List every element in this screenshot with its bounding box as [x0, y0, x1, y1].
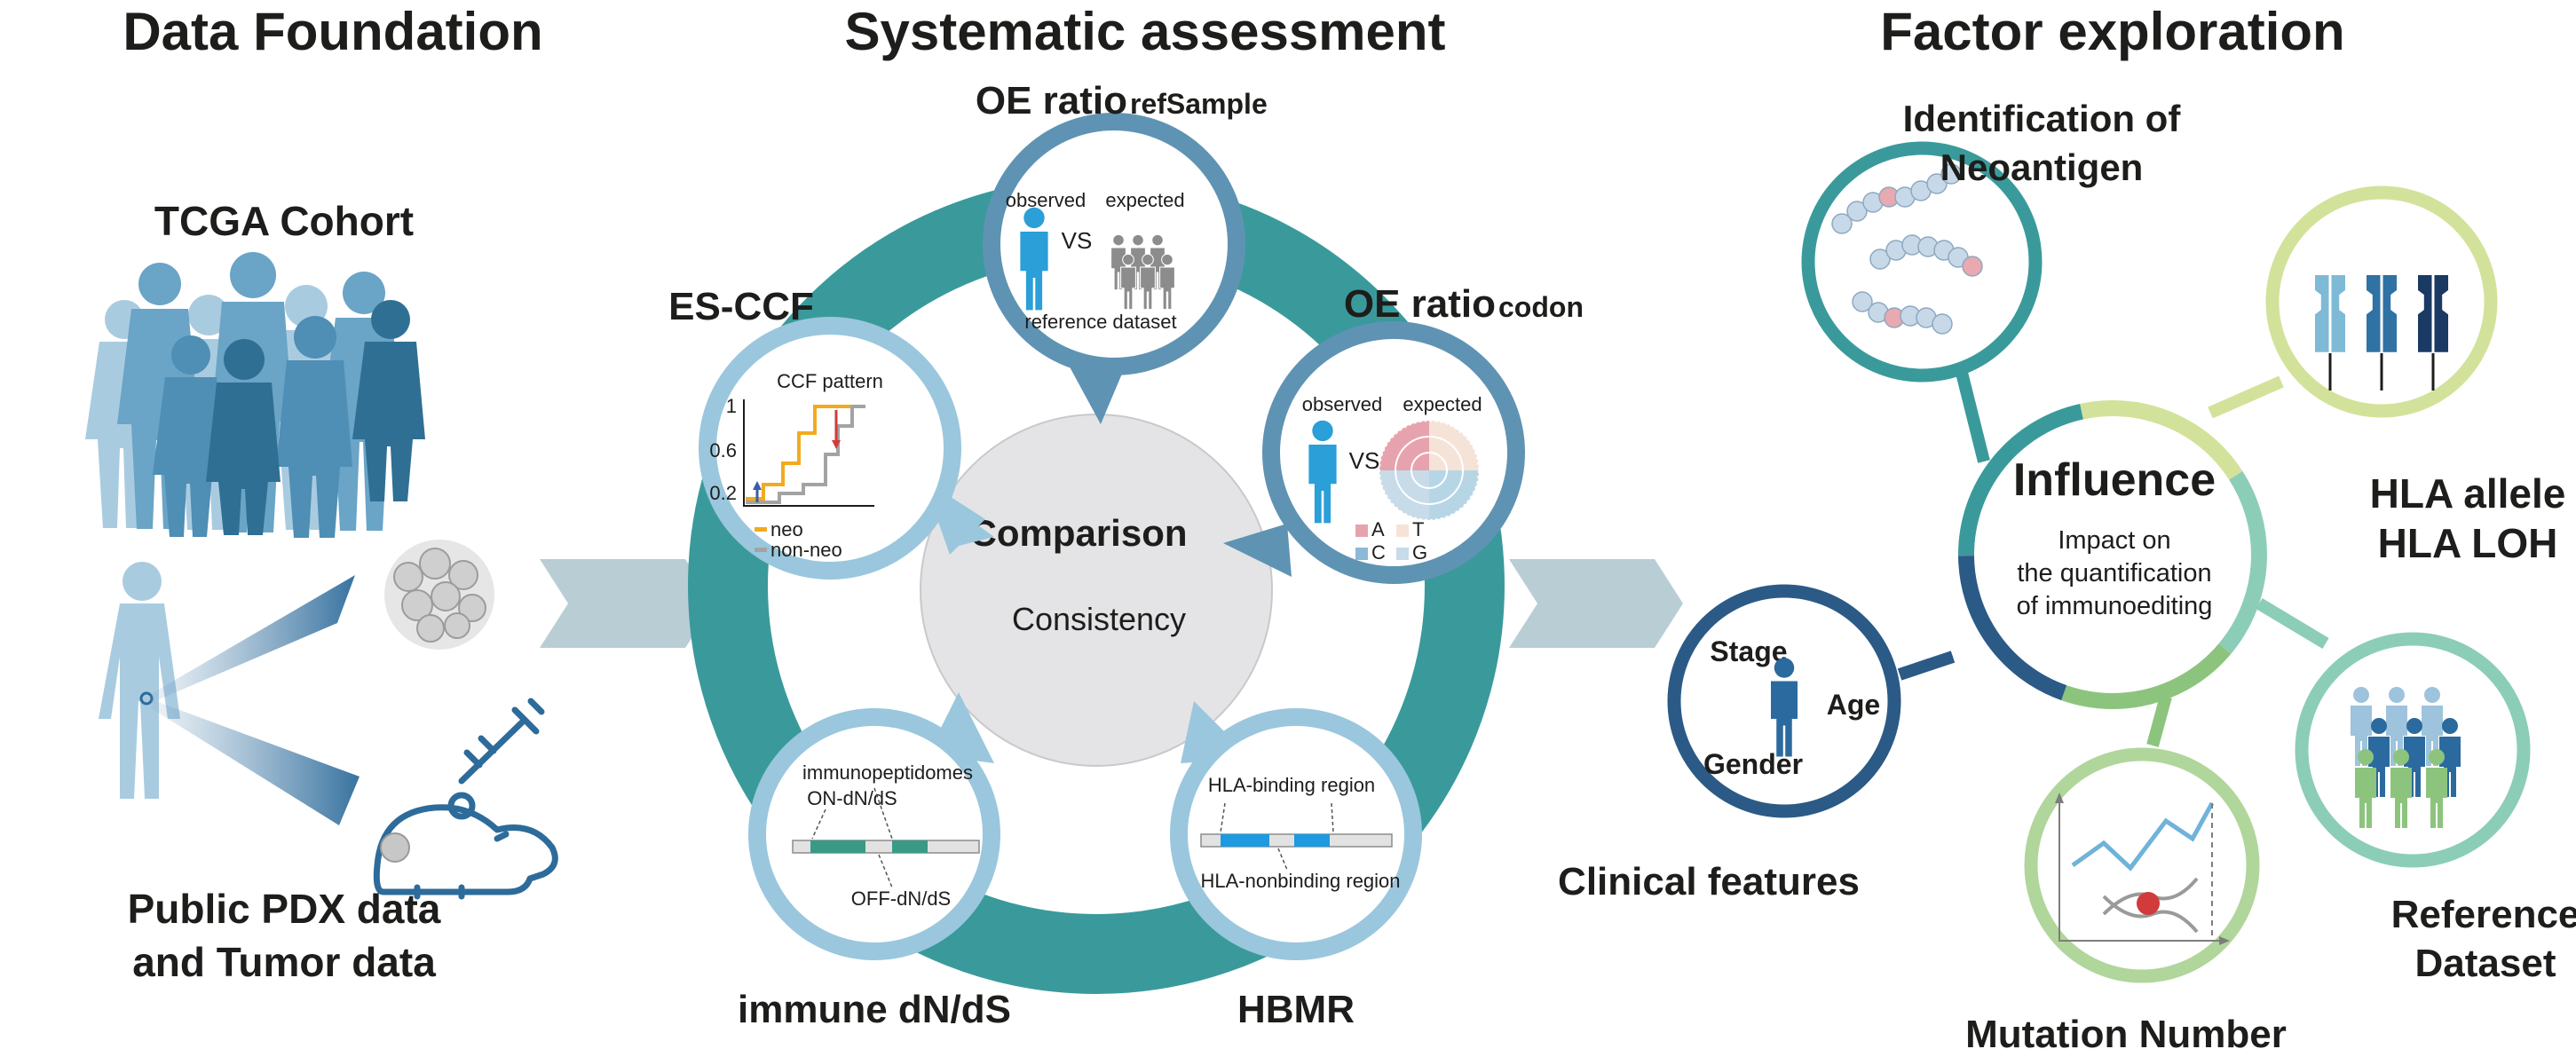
oe-refsample-reference: reference dataset: [1024, 311, 1176, 333]
title-data-foundation: Data Foundation: [122, 2, 542, 61]
comparison-title: Comparison: [969, 512, 1187, 554]
oe-refsample-vs: VS: [1062, 227, 1093, 254]
neoantigen-line2: Neoantigen: [1940, 146, 2144, 188]
clinical-age: Age: [1827, 689, 1880, 721]
callout-hbmr: [1170, 701, 1422, 960]
hla-line1: HLA allele: [2370, 470, 2566, 517]
ccf-plot-title: CCF pattern: [777, 370, 883, 392]
codon-legend-g: G: [1412, 541, 1427, 564]
reference-line2: Dataset: [2415, 942, 2556, 985]
codon-legend-c-swatch: [1355, 548, 1368, 560]
oe-refsample-observed: observed: [1006, 189, 1087, 211]
influence-line1: Impact on: [2058, 526, 2170, 555]
dnds-sequence-bar: [792, 787, 980, 888]
mutation-label: Mutation Number: [1965, 1013, 2287, 1049]
oe-refsample-title: OE ratio: [976, 79, 1127, 122]
label-tcga-cohort: TCGA Cohort: [154, 198, 414, 244]
codon-legend-a: A: [1371, 518, 1385, 540]
dnds-label-on: ON-dN/dS: [807, 787, 897, 809]
codon-wheel: [1379, 420, 1480, 521]
tumor-cells-illustration: [384, 540, 494, 650]
hbmr-label-binding: HLA-binding region: [1208, 774, 1375, 796]
codon-legend-t: T: [1412, 518, 1424, 540]
codon-legend-t-swatch: [1396, 524, 1409, 537]
ccf-tick-0.6: 0.6: [709, 439, 737, 461]
influence-circle: [1958, 400, 2267, 709]
clinical-features-label: Clinical features: [1558, 860, 1860, 903]
callout-es-ccf: [699, 317, 994, 580]
flow-arrow-left: [540, 559, 715, 648]
oe-refsample-subscript: refSample: [1130, 88, 1268, 120]
mutation-chart-icon: [2055, 793, 2230, 945]
comparison-center: [920, 414, 1273, 767]
ccf-tick-1: 1: [726, 395, 737, 417]
callout-immune-dnds: [748, 692, 1000, 960]
oe-codon-expected: expected: [1403, 393, 1482, 415]
hla-line2: HLA LOH: [2378, 520, 2558, 566]
ccf-tick-0.2: 0.2: [709, 482, 737, 504]
ccf-legend-nonneo: non-neo: [770, 539, 842, 561]
dnds-label-immunopeptidomes: immunopeptidomes: [802, 761, 973, 784]
peptide-chains-icon: [1831, 163, 1983, 335]
flow-arrow-right: [1509, 559, 1683, 648]
clinical-gender: Gender: [1703, 748, 1803, 780]
ccf-plot: [743, 399, 874, 507]
oe-codon-subscript: codon: [1498, 291, 1584, 323]
hla-molecules-icon: [2315, 275, 2448, 390]
pdx-mouse-illustration: [373, 698, 558, 900]
beam-to-mouse: [151, 699, 360, 825]
codon-legend-g-swatch: [1396, 548, 1409, 560]
ccf-legend-neo-swatch: [755, 527, 767, 532]
oe-codon-vs: VS: [1349, 447, 1380, 474]
mutation-circle: [2024, 747, 2260, 983]
oe-refsample-expected: expected: [1105, 189, 1184, 211]
oe-codon-title: OE ratio: [1344, 282, 1496, 326]
hbmr-sequence-bar: [1200, 802, 1393, 871]
ccf-legend-nonneo-swatch: [755, 548, 767, 552]
consistency-label: Consistency: [1012, 601, 1186, 637]
human-body-illustration: [99, 562, 180, 799]
oe-codon-observed: observed: [1302, 393, 1383, 415]
immune-dnds-title: immune dN/dS: [738, 988, 1011, 1031]
es-ccf-title: ES-CCF: [668, 285, 814, 328]
title-factor-exploration: Factor exploration: [1880, 2, 2344, 61]
hbmr-label-nonbinding: HLA-nonbinding region: [1200, 870, 1400, 892]
codon-legend-a-swatch: [1355, 524, 1368, 537]
influence-line3: of immunoediting: [2017, 592, 2213, 620]
tcga-crowd-illustration: [85, 252, 425, 538]
hbmr-title: HBMR: [1237, 988, 1355, 1031]
mouse-tumor-cells: [380, 832, 410, 863]
reference-line1: Reference: [2391, 893, 2576, 936]
influence-line2: the quantification: [2017, 559, 2211, 588]
label-pdx-line1: Public PDX data: [128, 886, 441, 932]
beam-to-cells: [151, 575, 355, 703]
codon-legend-c: C: [1371, 541, 1386, 564]
title-systematic-assessment: Systematic assessment: [844, 2, 1445, 61]
factor-connectors: [1897, 371, 2329, 747]
label-pdx-line2: and Tumor data: [132, 939, 436, 985]
ccf-legend-neo: neo: [770, 518, 803, 540]
influence-title: Influence: [2013, 454, 2216, 506]
clinical-stage: Stage: [1710, 635, 1787, 667]
neoantigen-line1: Identification of: [1903, 98, 2182, 139]
dnds-label-off: OFF-dN/dS: [851, 887, 951, 910]
